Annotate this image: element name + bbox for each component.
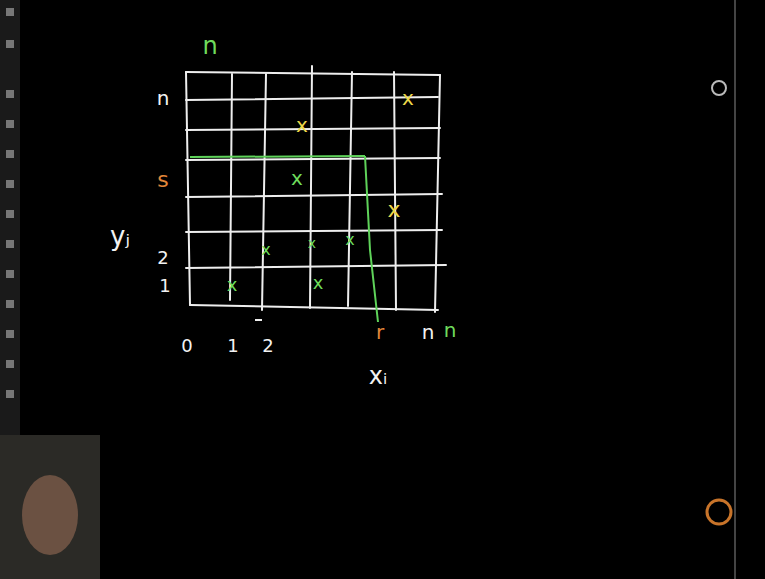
tick (255, 319, 262, 321)
column-label: r (376, 322, 384, 342)
toolbar-icons (6, 8, 14, 398)
mark: x (291, 168, 303, 188)
axis-label: xᵢ (369, 364, 388, 388)
column-label: 0 (181, 337, 192, 355)
row-label: 1 (159, 277, 170, 295)
mark: x (402, 88, 414, 108)
row-label: 2 (157, 249, 168, 267)
mark: x (308, 236, 316, 250)
column-label: 2 (262, 337, 273, 355)
mark: x (313, 274, 324, 292)
panel-border (734, 0, 736, 579)
axis-label: yⱼ (110, 223, 130, 249)
webcam-panel (0, 435, 100, 579)
logo (707, 500, 731, 524)
grid (186, 66, 446, 312)
mark: x (345, 232, 354, 248)
axis-label: n (202, 34, 217, 58)
mark: x (296, 115, 308, 135)
column-label: 1 (227, 337, 238, 355)
mark: x (227, 276, 238, 294)
row-label: s (157, 169, 168, 191)
mark: x (387, 199, 400, 221)
webcam-figure (22, 475, 78, 555)
toolbar (0, 0, 20, 440)
settings-icon (712, 81, 726, 95)
axis-label: n (444, 320, 457, 340)
column-label: n (422, 322, 435, 342)
mark: x (261, 242, 270, 258)
row-label: n (157, 88, 170, 108)
highlight-lines (190, 156, 378, 322)
